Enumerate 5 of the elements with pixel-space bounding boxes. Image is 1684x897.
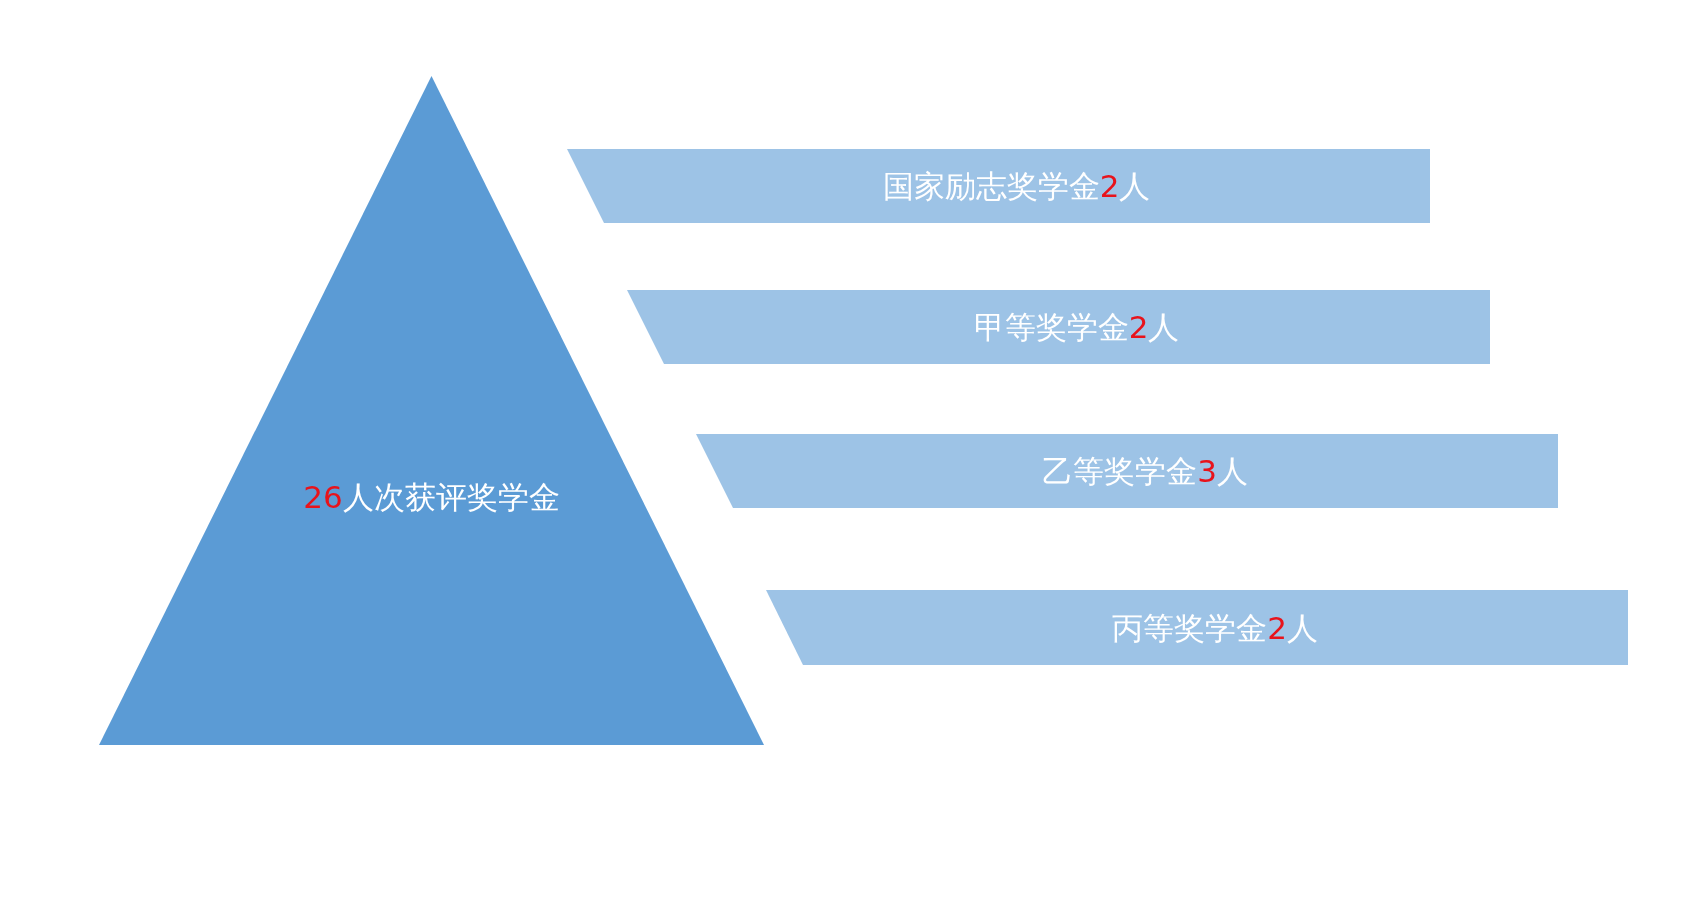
pyramid-label: 26人次获评奖学金 bbox=[303, 480, 560, 515]
band-label: 国家励志奖学金2人 bbox=[882, 168, 1151, 204]
band-label: 乙等奖学金3人 bbox=[1042, 453, 1248, 489]
band-label: 甲等奖学金2人 bbox=[973, 309, 1180, 345]
band-label: 丙等奖学金2人 bbox=[1112, 610, 1318, 645]
